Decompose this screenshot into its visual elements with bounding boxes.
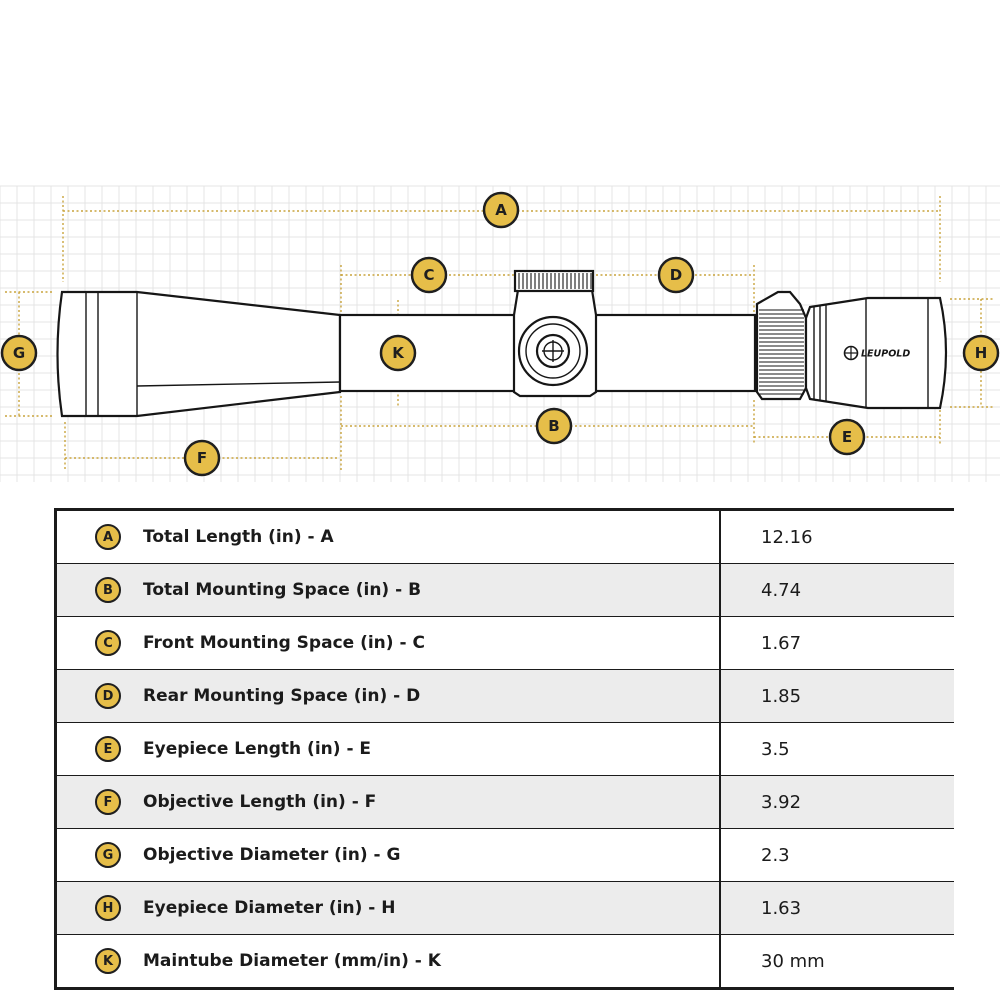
spec-label: Total Mounting Space (in) - B (143, 580, 422, 600)
spec-label: Eyepiece Diameter (in) - H (143, 898, 396, 918)
row-badge: K (95, 948, 121, 974)
callout-g: G (0, 334, 38, 372)
spec-value: 12.16 (720, 509, 954, 564)
eyepiece (804, 296, 948, 410)
table-row: F Objective Length (in) - F 3.92 (55, 775, 954, 829)
spec-label-cell: G Objective Diameter (in) - G (55, 828, 721, 882)
row-badge: F (95, 789, 121, 815)
table-row: B Total Mounting Space (in) - B 4.74 (55, 563, 954, 617)
svg-text:K: K (392, 344, 405, 362)
svg-text:C: C (423, 266, 434, 284)
callout-f: F (183, 439, 221, 477)
row-badge: H (95, 895, 121, 921)
spec-label-cell: A Total Length (in) - A (55, 509, 721, 564)
scope-dimension-diagram: LEUPOLD A C D K B E F G H (0, 185, 1000, 482)
spec-value: 30 mm (761, 950, 825, 972)
callout-d: D (657, 256, 695, 294)
callout-b: B (535, 407, 573, 445)
spec-label: Total Length (in) - A (143, 527, 334, 547)
row-badge: E (95, 736, 121, 762)
turret-ridges (518, 273, 592, 289)
riflescope-drawing: LEUPOLD (56, 269, 948, 418)
spec-label: Eyepiece Length (in) - E (143, 739, 372, 759)
row-badge: A (95, 524, 121, 550)
svg-text:A: A (495, 201, 507, 219)
table-row: A Total Length (in) - A 12.16 (55, 509, 954, 564)
svg-text:E: E (842, 428, 852, 446)
table-row: D Rear Mounting Space (in) - D 1.85 (55, 669, 954, 723)
spec-label-cell: H Eyepiece Diameter (in) - H (55, 881, 721, 935)
spec-value: 3.92 (720, 775, 954, 829)
power-ring-ridges (759, 309, 804, 395)
table-row: H Eyepiece Diameter (in) - H 1.63 (55, 881, 954, 935)
table-row: K Maintube Diameter (mm/in) - K 30 mm (55, 934, 955, 989)
table-row: G Objective Diameter (in) - G 2.3 (55, 828, 954, 882)
spec-label-cell: E Eyepiece Length (in) - E (55, 722, 721, 776)
spec-label-cell: B Total Mounting Space (in) - B (55, 563, 721, 617)
svg-text:D: D (670, 266, 682, 284)
row-badge: G (95, 842, 121, 868)
callout-k: K (379, 334, 417, 372)
spec-value: 2.3 (720, 828, 954, 882)
svg-text:H: H (975, 344, 988, 362)
spec-label-cell: K Maintube Diameter (mm/in) - K (55, 934, 721, 989)
svg-text:F: F (197, 449, 207, 467)
table-row: C Front Mounting Space (in) - C 1.67 (55, 616, 954, 670)
leupold-logo: LEUPOLD (843, 345, 910, 361)
spec-value: 1.63 (720, 881, 954, 935)
callout-a: A (482, 191, 520, 229)
spec-label: Rear Mounting Space (in) - D (143, 686, 421, 706)
row-badge: C (95, 630, 121, 656)
row-badge: B (95, 577, 121, 603)
callout-e: E (828, 418, 866, 456)
spec-label: Maintube Diameter (mm/in) - K (143, 951, 441, 971)
spec-label-cell: C Front Mounting Space (in) - C (55, 616, 721, 670)
svg-text:G: G (13, 344, 25, 362)
spec-label: Objective Diameter (in) - G (143, 845, 401, 865)
spec-label-cell: D Rear Mounting Space (in) - D (55, 669, 721, 723)
spec-value: 4.74 (720, 563, 954, 617)
callout-h: H (962, 334, 1000, 372)
spec-label: Front Mounting Space (in) - C (143, 633, 425, 653)
callout-c: C (410, 256, 448, 294)
spec-label-cell: F Objective Length (in) - F (55, 775, 721, 829)
row-badge: D (95, 683, 121, 709)
spec-label: Objective Length (in) - F (143, 792, 377, 812)
objective-bell (56, 290, 342, 418)
svg-text:B: B (548, 417, 559, 435)
spec-value: 1.85 (720, 669, 954, 723)
spec-value: 3.5 (720, 722, 954, 776)
spec-value: 1.67 (720, 616, 954, 670)
brand-text: LEUPOLD (861, 349, 910, 360)
table-row: E Eyepiece Length (in) - E 3.5 (55, 722, 954, 776)
